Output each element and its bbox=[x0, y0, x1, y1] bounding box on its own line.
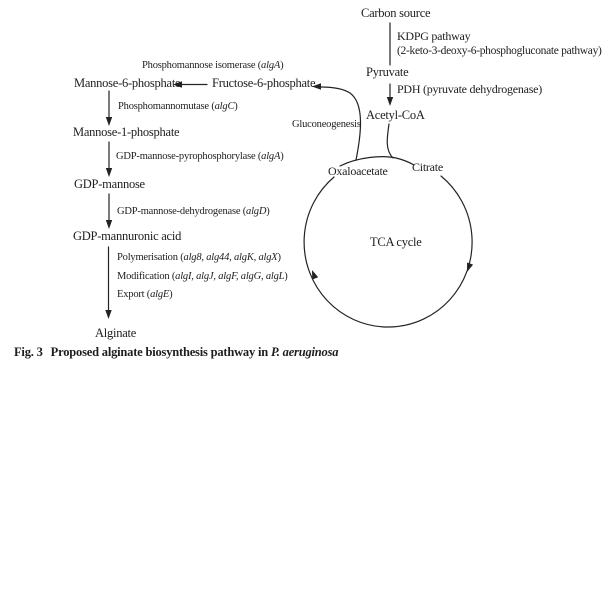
label-gluconeogenesis: Gluconeogenesis bbox=[292, 119, 361, 130]
arrowhead-m6p-to-m1p bbox=[105, 117, 113, 126]
arrowhead-gdpmannose-to-mannuronic bbox=[105, 220, 113, 229]
enzyme-text: ) bbox=[280, 60, 284, 71]
enzyme-text: GDP-mannose-pyrophosphorylase ( bbox=[116, 151, 262, 162]
label-pdh: PDH (pyruvate dehydrogenase) bbox=[397, 82, 542, 96]
acetylcoa-to-citrate-curve bbox=[386, 123, 394, 159]
node-gdp-mannuronic-acid: GDP-mannuronic acid bbox=[73, 229, 182, 243]
enzyme-text: ) bbox=[234, 101, 238, 112]
label-kdpg-pathway-full: (2-keto-3-deoxy-6-phosphogluconate pathw… bbox=[397, 45, 602, 57]
node-gdp-mannose: GDP-mannose bbox=[74, 177, 145, 191]
tca-arrowhead-left bbox=[312, 270, 319, 280]
node-acetyl-coa: Acetyl-CoA bbox=[366, 108, 425, 122]
gene-algD: algD bbox=[246, 206, 267, 217]
node-oxaloacetate: Oxaloacetate bbox=[328, 164, 388, 178]
oxaloacetate-citrate-curve bbox=[339, 156, 415, 167]
label-tca-cycle: TCA cycle bbox=[370, 235, 422, 249]
enzyme-text: ) bbox=[280, 151, 284, 162]
node-alginate: Alginate bbox=[95, 326, 137, 340]
step-modification: Modification (algI, algJ, algF, algG, al… bbox=[117, 271, 288, 283]
genes-polymerisation: alg8, alg44, algK, algX bbox=[183, 252, 278, 263]
node-mannose-6-phosphate: Mannose-6-phosphate bbox=[74, 76, 181, 90]
step-text: ) bbox=[169, 289, 173, 300]
step-text: ) bbox=[277, 252, 282, 263]
gene-algE: algE bbox=[150, 289, 170, 300]
enzyme-text: GDP-mannose-dehydrogenase ( bbox=[117, 206, 247, 217]
arrowhead-mannuronic-to-alginate bbox=[105, 310, 112, 319]
node-fructose-6-phosphate: Fructose-6-phosphate bbox=[212, 76, 316, 90]
arrowhead-gluconeogenesis bbox=[312, 83, 321, 90]
figure-caption: Fig. 3 Proposed alginate biosynthesis pat… bbox=[14, 345, 339, 360]
figure-number: Fig. 3 bbox=[14, 345, 43, 359]
enzyme-text: Phosphomannomutase ( bbox=[118, 101, 215, 112]
label-kdpg-pathway: KDPG pathway bbox=[397, 29, 471, 43]
step-export: Export (algE) bbox=[117, 289, 173, 301]
node-mannose-1-phosphate: Mannose-1-phosphate bbox=[73, 125, 180, 139]
gluconeogenesis-curve bbox=[320, 86, 362, 161]
gene-algC: algC bbox=[214, 101, 235, 112]
gene-algA: algA bbox=[261, 151, 281, 162]
node-citrate: Citrate bbox=[412, 160, 443, 174]
species-name: P. aeruginosa bbox=[270, 345, 339, 359]
enzyme-phosphomannose-isomerase: Phosphomannose isomerase (algA) bbox=[142, 60, 284, 72]
step-text: ) bbox=[284, 271, 288, 282]
node-pyruvate: Pyruvate bbox=[366, 65, 409, 79]
enzyme-text: ) bbox=[266, 206, 270, 217]
step-polymerisation: Polymerisation (alg8, alg44, algK, algX) bbox=[117, 252, 281, 264]
arrowhead-pyruvate-to-acetylcoa bbox=[386, 97, 394, 106]
step-text: Export ( bbox=[117, 289, 151, 300]
tca-arrowhead-right bbox=[467, 262, 474, 272]
step-text: Polymerisation ( bbox=[117, 252, 184, 263]
caption-text: Proposed alginate biosynthesis pathway i… bbox=[50, 345, 269, 359]
enzyme-text: Phosphomannose isomerase ( bbox=[142, 60, 262, 71]
tca-cycle-circle bbox=[303, 175, 473, 328]
enzyme-gdp-mannose-dehydrogenase: GDP-mannose-dehydrogenase (algD) bbox=[117, 206, 270, 218]
step-text: Modification ( bbox=[117, 271, 176, 282]
enzyme-gdp-mannose-pyrophosphorylase: GDP-mannose-pyrophosphorylase (algA) bbox=[116, 151, 284, 163]
genes-modification: algI, algJ, algF, algG, algL bbox=[175, 271, 285, 282]
node-carbon-source: Carbon source bbox=[361, 6, 431, 20]
arrowhead-f6p-to-m6p bbox=[173, 81, 182, 88]
arrowhead-m1p-to-gdpmannose bbox=[105, 168, 113, 177]
enzyme-phosphomannomutase: Phosphomannomutase (algC) bbox=[118, 101, 238, 113]
gene-algA: algA bbox=[261, 60, 281, 71]
